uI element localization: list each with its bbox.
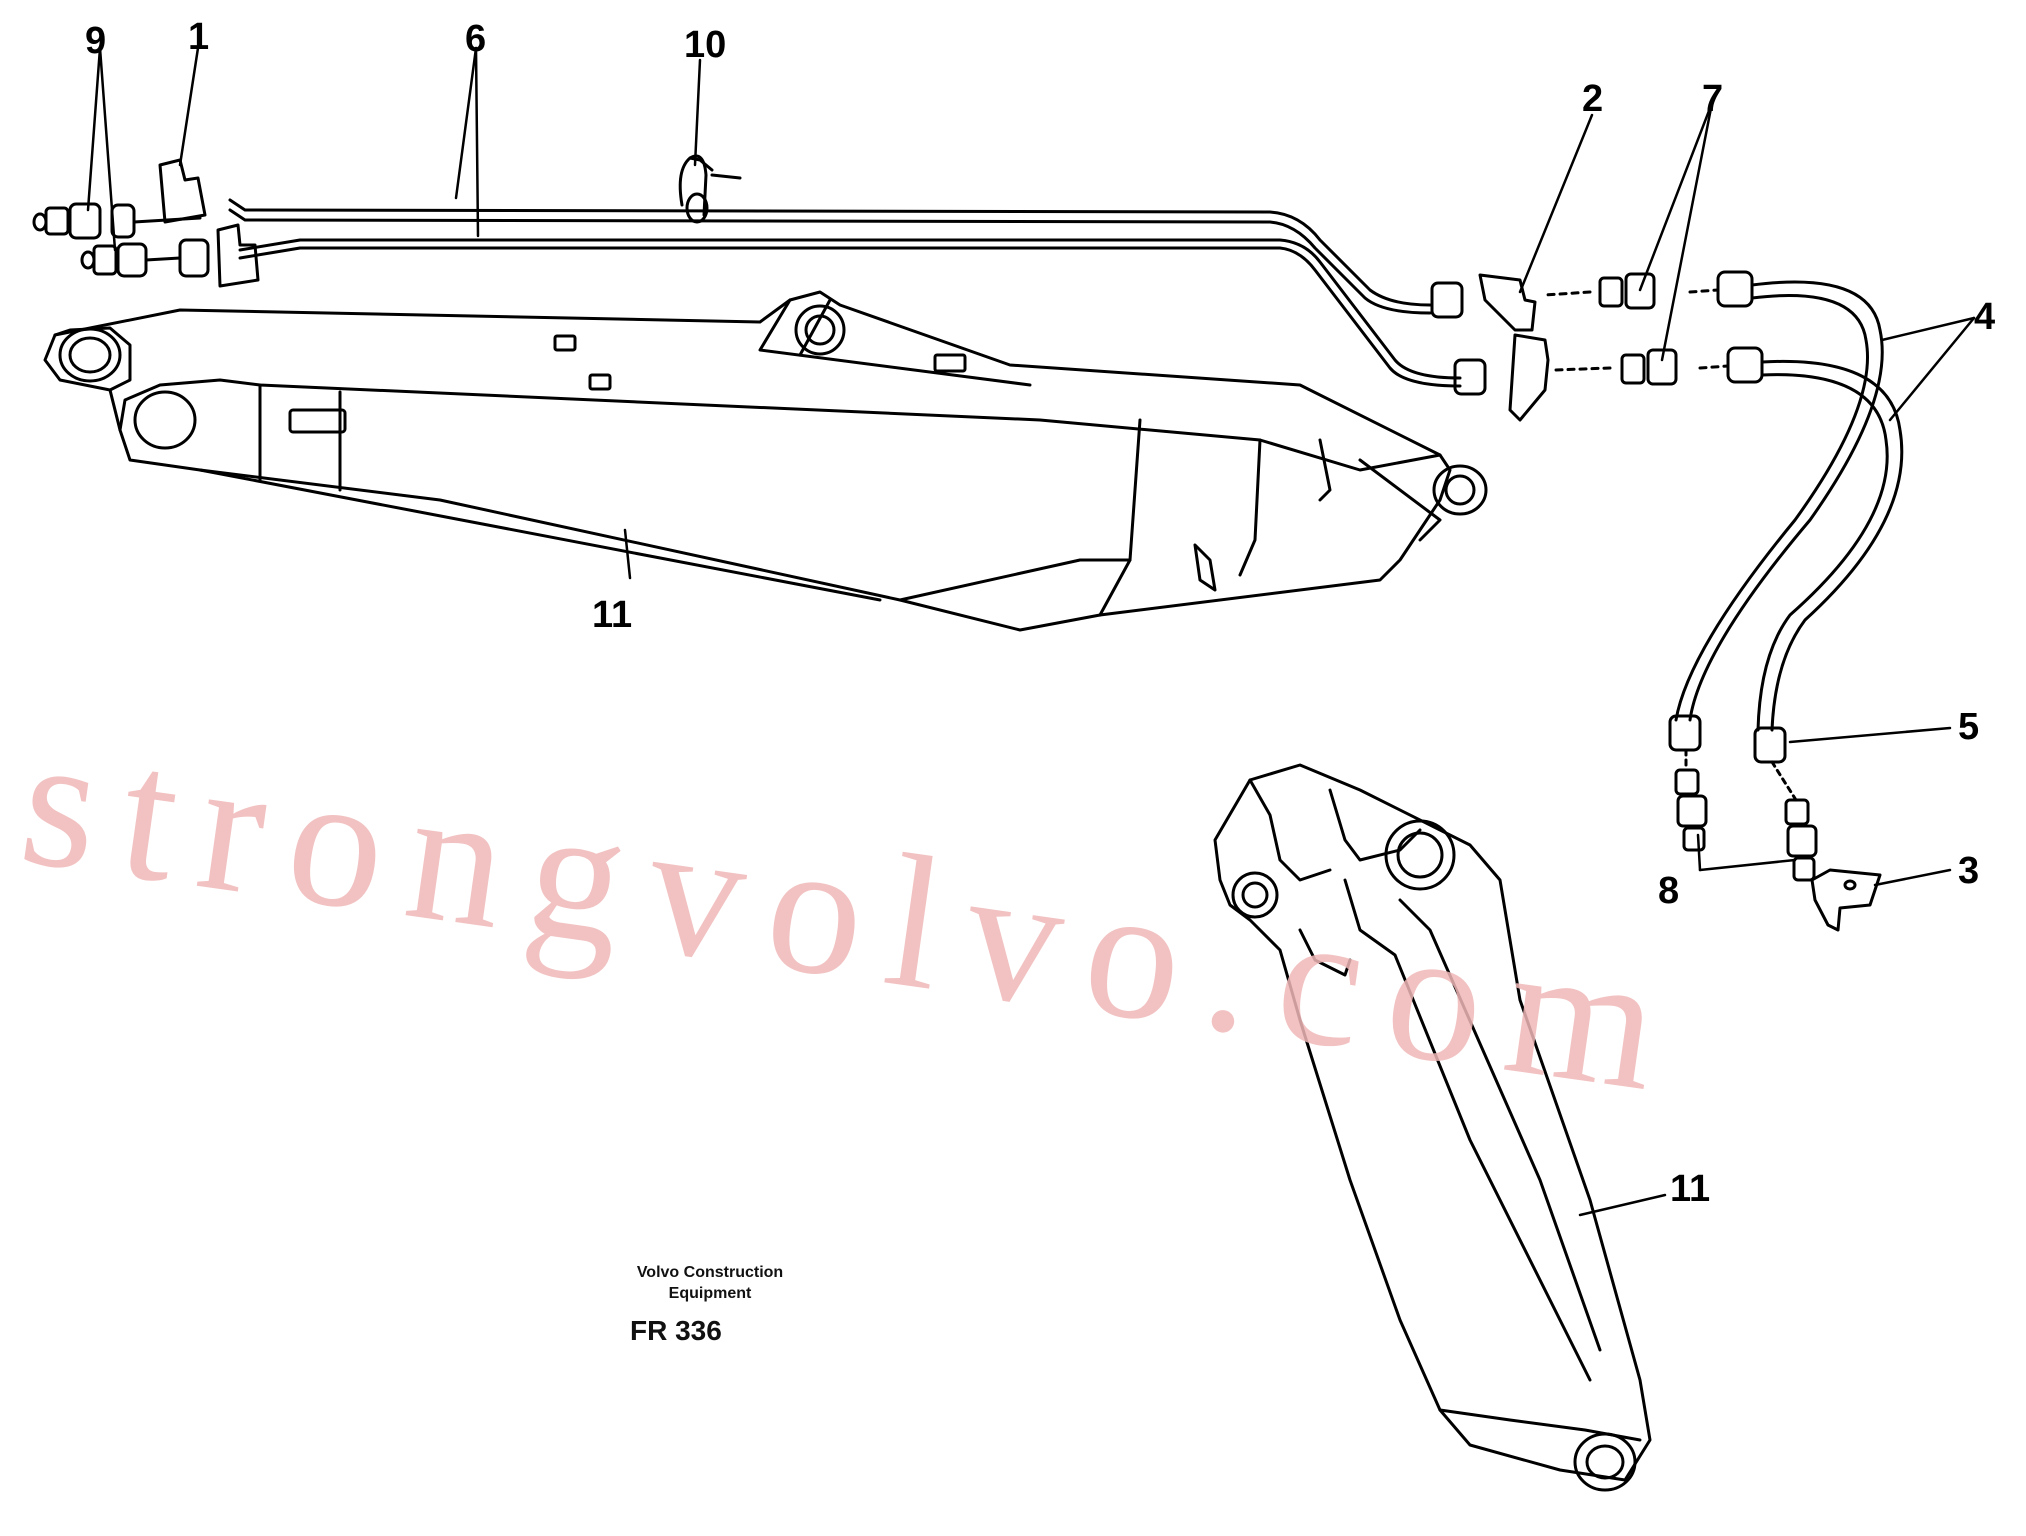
- leader-lines: [86, 46, 1976, 1217]
- right-fittings: [1430, 270, 1764, 422]
- callout-2: 2: [1582, 78, 1604, 120]
- callout-11-lower-boom: 11: [1670, 1168, 1711, 1210]
- callout-1: 1: [188, 16, 210, 58]
- figure-code: FR 336: [630, 1315, 722, 1346]
- callout-6: 6: [465, 18, 487, 60]
- callout-5: 5: [1958, 706, 1980, 748]
- publisher-line-1: Volvo Construction: [636, 1264, 784, 1281]
- publisher-label: Volvo Construction Equipment: [560, 1262, 860, 1304]
- callout-3: 3: [1958, 850, 1980, 892]
- callout-11-upper-boom: 11: [592, 594, 633, 636]
- callout-7: 7: [1702, 78, 1724, 120]
- lower-boom: [1213, 763, 1652, 1492]
- hose-ends: [1668, 714, 1882, 932]
- callout-4: 4: [1974, 296, 1996, 338]
- callout-10: 10: [684, 24, 727, 66]
- pipe-clamp: [678, 154, 742, 224]
- callout-8: 8: [1658, 870, 1680, 912]
- publisher-line-2: Equipment: [668, 1285, 752, 1302]
- left-fittings: [32, 158, 260, 288]
- callout-9: 9: [85, 20, 107, 62]
- hydraulic-pipes: [228, 198, 1462, 388]
- hoses: [1674, 280, 1904, 732]
- upper-boom: [43, 290, 1488, 632]
